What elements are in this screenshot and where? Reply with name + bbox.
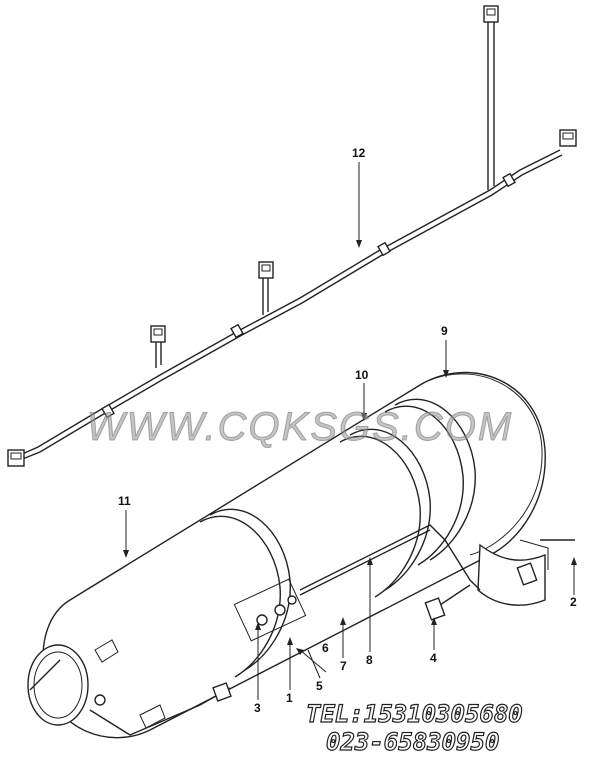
callout-1: 1 [286,691,293,705]
watermark: WWW.CQKSGS.COM [86,405,514,450]
callout-3: 3 [254,701,261,715]
callout-4: 4 [430,651,437,665]
callout-8: 8 [366,653,373,667]
contact-tel: TEL:15310305680 [305,699,523,728]
wiring-harness [7,5,577,467]
callout-6: 6 [322,641,329,655]
callout-10: 10 [355,368,369,382]
contact-phone: 023-65830950 [325,727,500,756]
callout-5: 5 [316,679,323,693]
callout-9: 9 [441,324,448,338]
leader-lines [123,162,577,700]
callout-11: 11 [118,494,131,508]
callout-labels: 12 9 10 11 2 4 8 7 6 5 1 3 [118,146,577,715]
callout-7: 7 [340,659,347,673]
callout-12: 12 [352,146,366,160]
aftertreatment-cylinder [27,371,549,739]
sensor-assemblies [89,524,575,736]
callout-2: 2 [570,595,577,609]
